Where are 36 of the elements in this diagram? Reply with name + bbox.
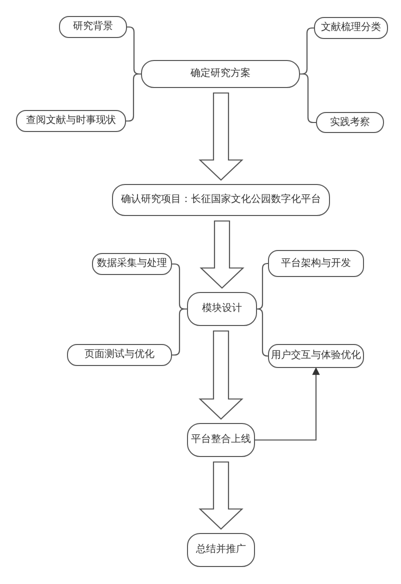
node-label: 用户交互与体验优化: [271, 350, 361, 362]
arrow: [255, 367, 320, 441]
node-label: 确认研究项目：长征国家文化公园数字化平台: [121, 194, 321, 206]
node-label: 页面测试与优化: [84, 349, 154, 361]
connector-line: [172, 308, 187, 356]
connector-line: [300, 73, 316, 124]
rounded-box: [92, 253, 172, 275]
connector-line: [256, 262, 268, 310]
node-label: 查阅文献与时事现状: [26, 115, 116, 127]
rounded-box: [59, 16, 127, 38]
node-label: 确定研究方案: [190, 68, 250, 80]
node-label: 数据采集与处理: [97, 258, 167, 270]
node-label: 总结并推广: [196, 544, 246, 556]
node-label: 研究背景: [73, 21, 113, 33]
rounded-box: [187, 292, 257, 326]
rounded-box: [16, 110, 126, 132]
block-arrow: [200, 220, 244, 289]
node-label: 模块设计: [202, 303, 242, 315]
rounded-box: [316, 112, 384, 133]
node-label: 平台架构与开发: [281, 258, 351, 270]
rounded-box: [187, 533, 255, 567]
rounded-box: [67, 344, 172, 366]
rounded-box: [268, 344, 364, 368]
block-arrow: [198, 92, 244, 181]
rounded-box: [268, 250, 364, 277]
connector-line: [126, 73, 141, 122]
rounded-box: [314, 17, 388, 39]
block-arrow: [198, 330, 244, 420]
rounded-box: [187, 423, 255, 457]
rounded-box: [141, 60, 300, 88]
block-arrow: [198, 461, 244, 530]
node-label: 平台整合上线: [191, 434, 251, 446]
node-label: 实践考察: [330, 116, 370, 128]
node-label: 文献梳理分类: [321, 22, 381, 34]
connector-line: [256, 308, 268, 357]
rounded-box: [112, 184, 330, 216]
